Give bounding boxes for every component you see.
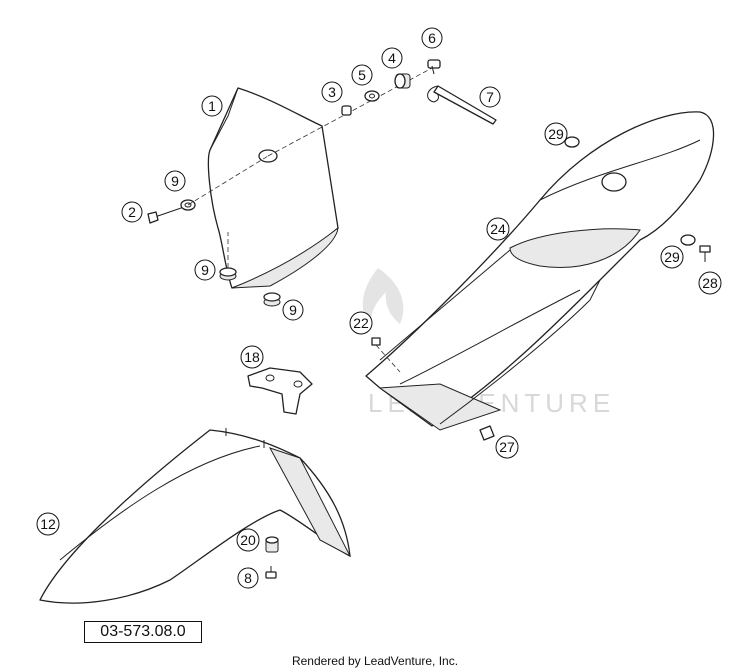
part-grommet-9b[interactable] <box>219 267 237 281</box>
callout-24[interactable]: 24 <box>486 217 510 241</box>
callout-9a[interactable]: 9 <box>164 170 186 192</box>
callout-18-label: 18 <box>244 349 260 365</box>
part-spacer-20[interactable] <box>265 536 279 553</box>
callout-20-label: 20 <box>240 532 256 548</box>
callout-9b[interactable]: 9 <box>194 259 216 281</box>
part-clip-27[interactable] <box>479 425 495 441</box>
callout-22[interactable]: 22 <box>349 311 373 335</box>
part-washer-5[interactable] <box>364 90 380 102</box>
callout-28[interactable]: 28 <box>698 271 722 295</box>
callout-2-label: 2 <box>128 204 136 220</box>
callout-9c[interactable]: 9 <box>282 299 304 321</box>
part-screw-28[interactable] <box>699 245 711 262</box>
callout-5-label: 5 <box>358 67 366 83</box>
callout-29a[interactable]: 29 <box>544 122 568 146</box>
part-washer-29a[interactable] <box>564 136 580 148</box>
callout-9b-label: 9 <box>201 262 209 278</box>
callout-4-label: 4 <box>388 50 396 66</box>
callout-4[interactable]: 4 <box>381 47 403 69</box>
part-bolt-8[interactable] <box>265 566 277 579</box>
callout-24-label: 24 <box>490 221 506 237</box>
callout-12-label: 12 <box>40 516 56 532</box>
part-side-cover-24[interactable] <box>365 111 715 431</box>
callout-2[interactable]: 2 <box>121 201 143 223</box>
callout-6-label: 6 <box>428 30 436 46</box>
callout-20[interactable]: 20 <box>236 528 260 552</box>
render-credit: Rendered by LeadVenture, Inc. <box>291 654 459 668</box>
callout-29b[interactable]: 29 <box>660 245 684 269</box>
part-nut-3[interactable] <box>341 105 352 116</box>
callout-9c-label: 9 <box>289 302 297 318</box>
callout-27-label: 27 <box>499 439 515 455</box>
callout-8[interactable]: 8 <box>237 567 259 589</box>
part-strap-7[interactable] <box>427 85 497 125</box>
callout-6[interactable]: 6 <box>421 27 443 49</box>
part-bushing-4[interactable] <box>394 73 411 89</box>
part-washer-29b[interactable] <box>680 234 696 246</box>
part-screw-22[interactable] <box>371 337 401 373</box>
callout-28-label: 28 <box>702 275 718 291</box>
callout-9a-label: 9 <box>171 173 179 189</box>
callout-3[interactable]: 3 <box>321 81 343 103</box>
part-screw-2[interactable] <box>147 206 185 224</box>
part-grommet-9c[interactable] <box>263 292 281 307</box>
callout-1-label: 1 <box>208 98 216 114</box>
part-bracket-18[interactable] <box>247 367 313 415</box>
callout-29a-label: 29 <box>548 126 564 142</box>
part-bolt-6[interactable] <box>427 59 441 75</box>
callout-7[interactable]: 7 <box>479 86 501 108</box>
callout-7-label: 7 <box>486 89 494 105</box>
callout-29b-label: 29 <box>664 249 680 265</box>
callout-1[interactable]: 1 <box>201 95 223 117</box>
diagram-reference-number: 03-573.08.0 <box>84 621 202 643</box>
callout-27[interactable]: 27 <box>495 435 519 459</box>
callout-8-label: 8 <box>244 570 252 586</box>
callout-12[interactable]: 12 <box>36 512 60 536</box>
part-front-fender-12[interactable] <box>39 428 352 604</box>
watermark-flame-logo <box>362 268 404 330</box>
callout-22-label: 22 <box>353 315 369 331</box>
callout-3-label: 3 <box>328 84 336 100</box>
callout-18[interactable]: 18 <box>240 345 264 369</box>
callout-5[interactable]: 5 <box>351 64 373 86</box>
